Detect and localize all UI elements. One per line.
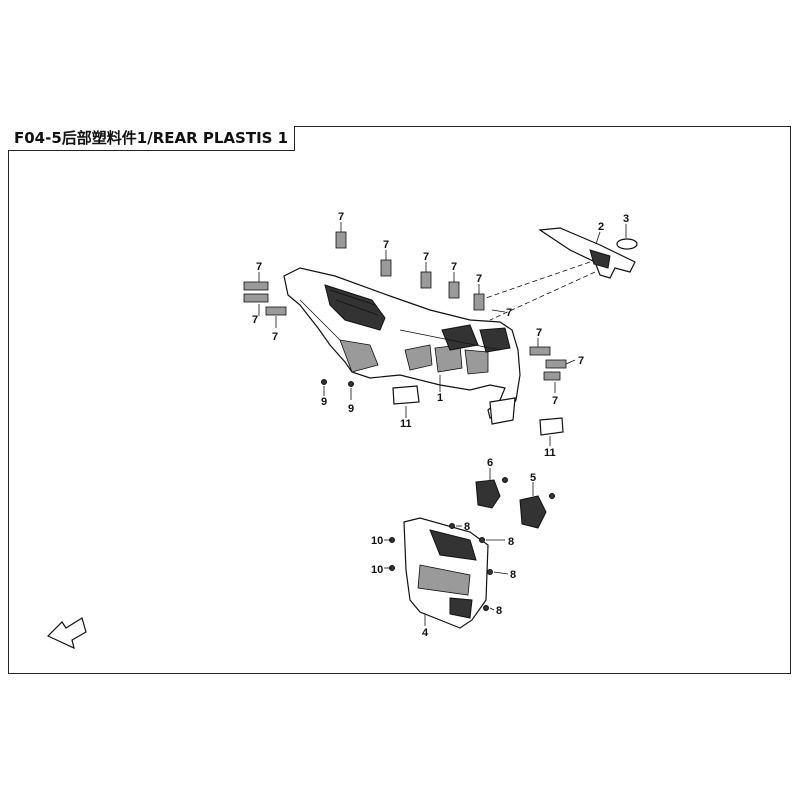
callout-7: 7 (506, 307, 512, 319)
callout-10: 10 (371, 564, 383, 576)
callout-11: 11 (544, 447, 556, 459)
callout-9: 9 (348, 403, 354, 415)
callout-7: 7 (423, 251, 429, 263)
lamp-brackets (475, 477, 555, 529)
callout-11: 11 (400, 418, 412, 430)
callout-8: 8 (464, 521, 470, 533)
callout-4: 4 (422, 627, 429, 639)
o-ring (616, 238, 638, 250)
callout-9: 9 (321, 396, 327, 408)
front-direction-arrow-icon (46, 617, 87, 650)
leader-lines (258, 222, 627, 626)
callout-5: 5 (530, 472, 536, 484)
callout-6: 6 (487, 457, 493, 469)
page-title: F04-5后部塑料件1/REAR PLASTIS 1 (8, 126, 296, 151)
drawing-frame (8, 126, 791, 674)
rear-fender-body (283, 267, 521, 425)
callout-7: 7 (552, 395, 558, 407)
callout-7: 7 (578, 355, 584, 367)
callout-7: 7 (383, 239, 389, 251)
callout-7: 7 (272, 331, 278, 343)
callout-7: 7 (256, 261, 262, 273)
callout-7: 7 (536, 327, 542, 339)
callout-10: 10 (371, 535, 383, 547)
callout-2: 2 (598, 221, 604, 233)
callout-8: 8 (510, 569, 516, 581)
tail-bracket (538, 227, 636, 279)
callout-7: 7 (338, 211, 344, 223)
callout-1: 1 (437, 392, 443, 404)
callout-8: 8 (496, 605, 502, 617)
callout-7: 7 (252, 314, 258, 326)
callout-7: 7 (451, 261, 457, 273)
callout-3: 3 (623, 213, 629, 225)
reflector-plates (392, 385, 564, 436)
callout-7: 7 (476, 273, 482, 285)
callout-labels: 7 7 7 7 7 7 7 7 7 7 7 7 2 3 1 11 11 9 9 … (252, 211, 629, 639)
callout-8: 8 (508, 536, 514, 548)
rear-panel (389, 517, 493, 629)
